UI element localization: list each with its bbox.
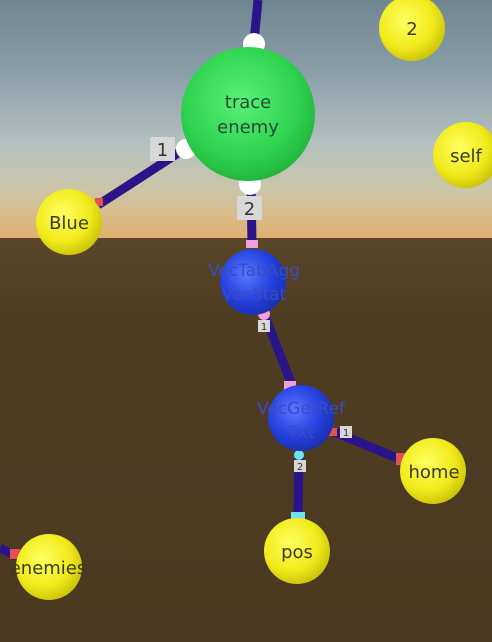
node-vecgetref-line1: VecGetRef <box>257 399 346 419</box>
node-two[interactable]: 2 <box>379 0 445 61</box>
socket-vectab-top[interactable] <box>246 240 258 248</box>
node-blue[interactable]: Blue <box>36 189 102 255</box>
node-enemies[interactable]: enemies <box>10 534 87 600</box>
node-trace-enemy-line1: trace <box>225 92 271 113</box>
badge-trace-2: 2 <box>237 196 262 220</box>
node-enemies-label: enemies <box>10 558 87 579</box>
node-vectabagg-line2: VecStat <box>222 285 287 305</box>
socket-vecget-bottom[interactable] <box>294 450 304 460</box>
badge-vecget-2: 2 <box>294 460 306 473</box>
node-vectabagg[interactable]: VecTabAgg VecStat <box>208 249 300 315</box>
badge-trace-1-text: 1 <box>157 140 168 161</box>
socket-pos[interactable] <box>291 512 305 521</box>
node-vecgetref[interactable]: VecGetRef Txt <box>257 385 346 451</box>
socket-vecget-right[interactable] <box>329 428 337 436</box>
badge-trace-2-text: 2 <box>244 199 255 220</box>
node-vecgetref-line2: Txt <box>286 423 314 443</box>
node-blue-label: Blue <box>49 213 89 234</box>
badge-trace-1: 1 <box>150 137 175 161</box>
node-self[interactable]: self <box>433 122 492 188</box>
badge-vectab-1-text: 1 <box>261 322 267 333</box>
node-trace-enemy[interactable]: trace enemy <box>181 47 315 181</box>
socket-home[interactable] <box>396 453 405 465</box>
node-pos-label: pos <box>281 542 313 563</box>
socket-vecget-top[interactable] <box>284 381 296 390</box>
node-pos[interactable]: pos <box>264 518 330 584</box>
node-home[interactable]: home <box>400 438 466 504</box>
socket-blue[interactable] <box>95 198 103 206</box>
badge-vecget-1: 1 <box>340 426 352 439</box>
sockets <box>10 33 405 559</box>
node-vectabagg-line1: VecTabAgg <box>208 261 300 281</box>
node-self-label: self <box>450 146 482 167</box>
node-trace-enemy-line2: enemy <box>217 117 279 138</box>
badge-vecget-1-text: 1 <box>343 428 349 439</box>
socket-enemies[interactable] <box>10 549 20 559</box>
node-home-label: home <box>408 462 459 483</box>
badge-vectab-1: 1 <box>258 320 270 333</box>
badge-vecget-2-text: 2 <box>297 462 303 473</box>
node-two-label: 2 <box>406 19 417 40</box>
